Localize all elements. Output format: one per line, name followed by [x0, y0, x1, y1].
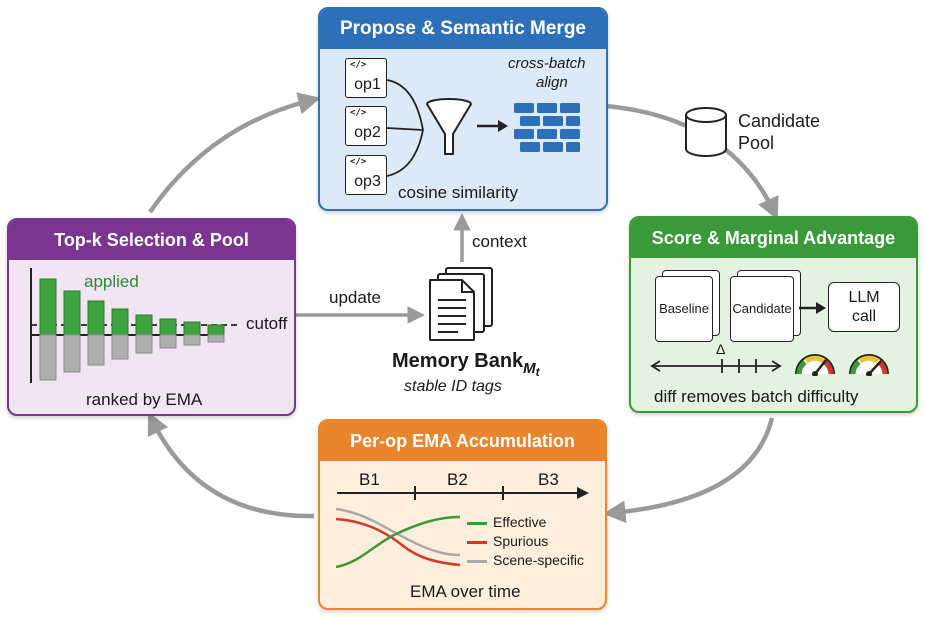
update-edge-label: update	[329, 288, 381, 307]
bar-up-1	[39, 278, 57, 336]
baseline-label: Baseline	[659, 301, 709, 316]
legend-scene-specific-label: Scene-specific	[493, 552, 585, 568]
database-cylinder-icon	[685, 107, 727, 157]
bar-up-2	[63, 290, 81, 336]
ranked-caption: ranked by EMA	[86, 390, 203, 409]
arrow-topk-to-propose	[148, 92, 321, 214]
align-label: align	[536, 74, 568, 91]
op3-document-icon: </> op3	[345, 155, 387, 195]
candidate-pool-label-line2: Pool	[738, 133, 775, 153]
context-edge-label: context	[472, 232, 527, 251]
bar-up-8	[207, 324, 225, 336]
topk-title: Top-k Selection & Pool	[9, 220, 294, 260]
memory-bank-title: Memory BankMt	[392, 350, 540, 379]
cosine-similarity-label: cosine similarity	[398, 183, 518, 202]
scene-specific-curve	[335, 507, 461, 557]
op1-document-icon: </> op1	[345, 58, 387, 98]
batch-timeline	[337, 486, 589, 500]
legend-scene-specific: Scene-specific	[467, 552, 584, 568]
legend-spurious-swatch	[467, 540, 487, 544]
bar-up-3	[87, 300, 105, 336]
ema-caption: EMA over time	[410, 582, 521, 601]
gauge-icon-2	[849, 354, 889, 376]
to-llm-arrow	[799, 302, 826, 314]
code-glyph: </>	[350, 108, 367, 118]
batch-label-b3: B3	[538, 470, 559, 489]
batch-label-b1: B1	[359, 470, 380, 489]
memory-bank-subscript: M	[523, 360, 536, 377]
cross-batch-label: cross-batch	[508, 55, 586, 72]
delta-label: Δ	[716, 341, 726, 357]
op1-label: op1	[354, 76, 381, 93]
arrow-score-to-ema	[603, 417, 775, 523]
op2-label: op2	[354, 124, 381, 141]
memory-bank-documents-icon	[429, 267, 493, 341]
candidate-card: Candidate	[730, 276, 794, 342]
bar-down-2	[63, 334, 81, 373]
legend-effective: Effective	[467, 514, 546, 530]
gauge-icon-1	[795, 354, 835, 376]
memory-bank-title-text: Memory Bank	[392, 350, 524, 372]
applied-label: applied	[84, 272, 139, 291]
score-title: Score & Marginal Advantage	[631, 218, 916, 258]
memory-bank-subtitle: stable ID tags	[404, 378, 502, 395]
merge-lines	[386, 79, 424, 177]
funnel-icon	[426, 98, 472, 155]
bar-down-8	[207, 334, 225, 343]
op3-label: op3	[354, 173, 381, 190]
legend-effective-label: Effective	[493, 514, 547, 530]
bar-down-1	[39, 334, 57, 381]
llm-label: LLM	[848, 289, 880, 306]
candidate-pool-label-line1: Candidate	[738, 111, 821, 131]
funnel-to-align-arrow	[477, 120, 508, 132]
baseline-card: Baseline	[655, 276, 713, 342]
difference-scale	[650, 359, 782, 373]
bar-up-6	[159, 318, 177, 336]
call-label: call	[851, 308, 876, 325]
legend-effective-swatch	[467, 521, 487, 525]
bar-up-5	[135, 314, 153, 336]
op2-document-icon: </> op2	[345, 106, 387, 146]
ema-curves	[335, 507, 461, 569]
ema-panel: Per-op EMA Accumulation	[318, 419, 607, 610]
spurious-curve	[335, 517, 461, 567]
cutoff-label: cutoff	[246, 314, 288, 333]
bar-down-7	[183, 334, 201, 346]
arrow-ema-to-topk	[147, 411, 315, 519]
batch-label-b2: B2	[447, 470, 468, 489]
bar-down-5	[135, 334, 153, 354]
bar-up-4	[111, 308, 129, 336]
effective-curve	[335, 515, 461, 569]
aligned-blocks-icon	[514, 103, 580, 152]
propose-merge-title: Propose & Semantic Merge	[320, 9, 606, 49]
score-caption: diff removes batch difficulty	[654, 387, 859, 406]
memory-bank-subscript-t: t	[535, 365, 540, 379]
ema-title: Per-op EMA Accumulation	[320, 421, 605, 461]
ranked-bar-chart	[30, 268, 238, 383]
bar-down-4	[111, 334, 129, 360]
llm-call-box: LLM call	[828, 282, 900, 332]
bar-down-6	[159, 334, 177, 349]
bar-down-3	[87, 334, 105, 366]
legend-spurious-label: Spurious	[493, 533, 549, 549]
code-glyph: </>	[350, 60, 367, 70]
legend-scene-swatch	[467, 559, 487, 563]
bar-up-7	[183, 321, 201, 336]
legend-spurious: Spurious	[467, 533, 548, 549]
code-glyph: </>	[350, 157, 367, 167]
candidate-label: Candidate	[732, 301, 792, 316]
